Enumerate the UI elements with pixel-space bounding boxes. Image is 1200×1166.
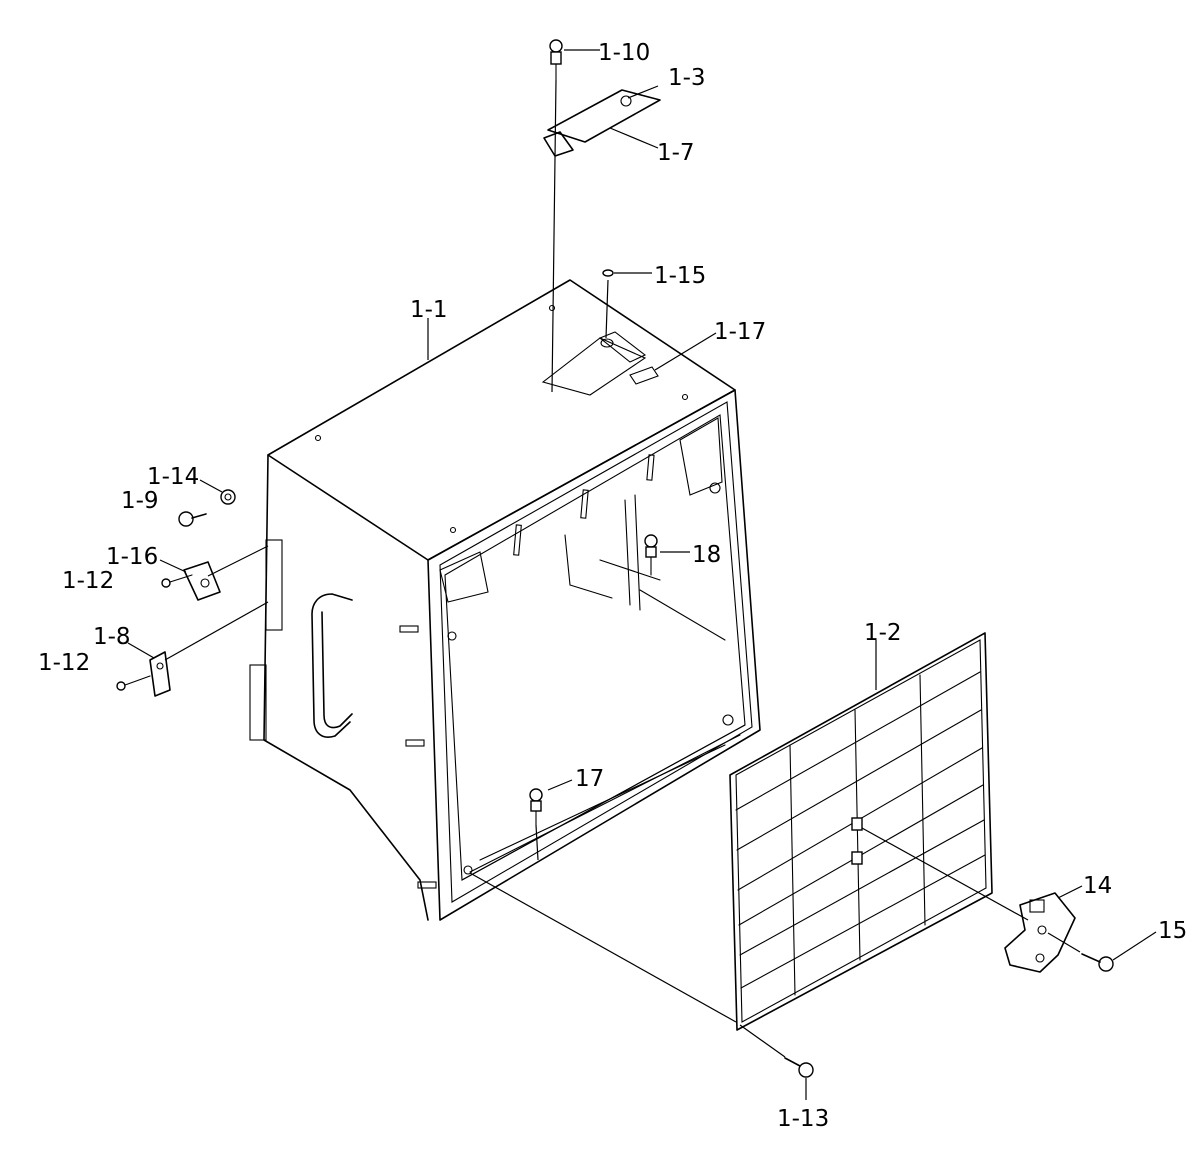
label-15: 15	[1158, 918, 1187, 944]
screw-15	[1081, 953, 1114, 972]
label-17: 17	[575, 766, 604, 792]
clip-1-8	[149, 651, 171, 697]
bracket-1-16	[183, 561, 221, 601]
housing-frame	[249, 279, 761, 921]
label-1-12-lower: 1-12	[38, 650, 90, 676]
bolt-17	[529, 788, 543, 826]
label-1-13: 1-13	[777, 1106, 829, 1132]
label-1-1: 1-1	[410, 297, 448, 323]
label-1-17: 1-17	[714, 319, 766, 345]
callout-leaders	[127, 49, 1157, 1100]
nut-1-14	[220, 489, 236, 505]
screw-1-13	[784, 1057, 814, 1078]
callout-labels: 1-10 1-3 1-7 1-15 1-1 1-17 1-14 1-9 1-16…	[38, 40, 1187, 1132]
front-grille	[729, 632, 993, 1031]
screw-1-12a	[161, 574, 193, 588]
bolt-1-9	[178, 511, 207, 527]
label-1-14: 1-14	[147, 464, 199, 490]
label-1-7: 1-7	[657, 140, 695, 166]
label-1-2: 1-2	[864, 620, 902, 646]
label-1-8: 1-8	[93, 624, 131, 650]
bolt-18	[644, 534, 658, 576]
screw-1-12b	[116, 675, 151, 691]
label-14: 14	[1083, 873, 1112, 899]
label-1-10: 1-10	[598, 40, 650, 66]
retainer-plate-14	[1004, 892, 1076, 973]
label-1-9: 1-9	[121, 488, 159, 514]
label-18: 18	[692, 542, 721, 568]
label-1-15: 1-15	[654, 263, 706, 289]
washer-1-15	[602, 269, 614, 277]
label-1-12-upper: 1-12	[62, 568, 114, 594]
label-1-3: 1-3	[668, 65, 706, 91]
top-cover-plate	[543, 89, 661, 157]
bolt-1-10	[549, 39, 563, 81]
label-1-16: 1-16	[106, 544, 158, 570]
